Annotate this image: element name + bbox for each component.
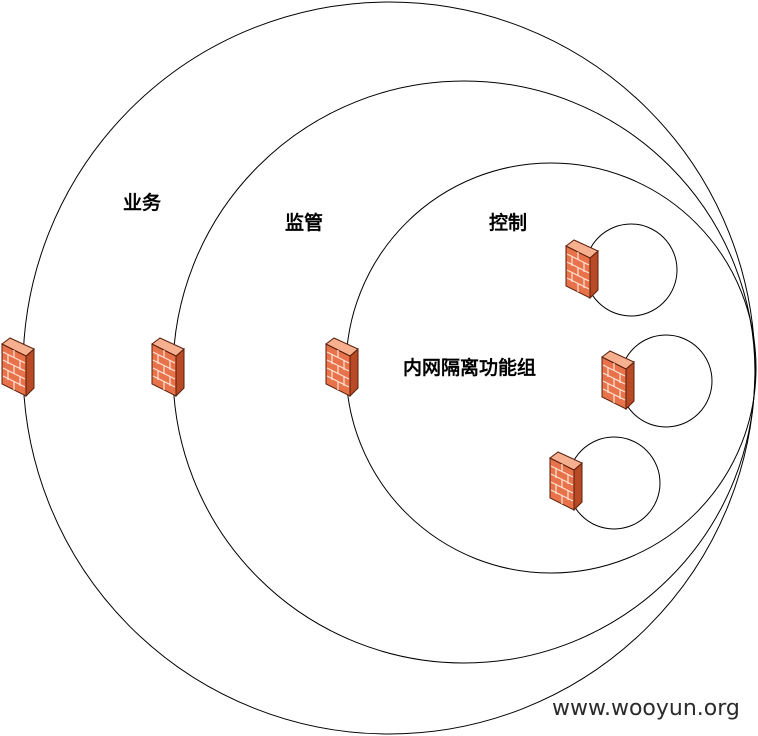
firewall-icon [325, 337, 359, 397]
watermark: www.wooyun.org [552, 696, 740, 721]
firewall-icon [549, 451, 583, 511]
firewall-icon [601, 350, 635, 410]
business-zone-label: 业务 [123, 191, 162, 214]
firewall-icon [1, 337, 35, 397]
supervision-zone-label: 监管 [285, 211, 323, 234]
firewall-icon [565, 239, 599, 299]
control-zone-label: 控制 [489, 211, 527, 234]
isolation-circle-1 [584, 223, 678, 317]
isolation-group-label: 内网隔离功能组 [403, 356, 536, 379]
business-zone-ring [22, 1, 756, 735]
firewall-icon [151, 337, 185, 397]
